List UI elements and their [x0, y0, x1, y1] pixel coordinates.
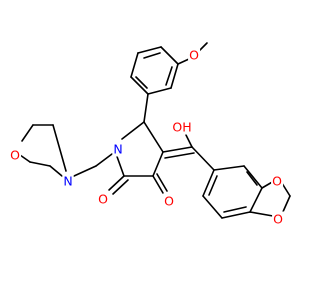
atom-label-background: [112, 141, 124, 157]
bonds-group: [12, 42, 291, 219]
canvas-background: [0, 0, 300, 300]
atom-label-morpholine-o: O: [10, 148, 20, 163]
atom-label-background: [163, 193, 176, 209]
bond: [213, 165, 245, 171]
bond: [202, 169, 215, 197]
atom-label-morpholine-n: N: [63, 174, 72, 189]
bond: [243, 165, 263, 189]
bond: [143, 121, 164, 153]
chemical-structure-diagram: O OH N N O O O O O: [0, 0, 300, 300]
bond: [147, 87, 172, 95]
double-bond: [112, 179, 129, 195]
bond: [29, 161, 51, 167]
double-bond: [152, 175, 164, 194]
atom-label-background: [272, 211, 285, 227]
atom-label-ring-n: N: [113, 142, 122, 157]
bond: [73, 165, 97, 177]
bond: [130, 52, 139, 78]
bond: [191, 146, 215, 171]
aromatic-inner-bond: [208, 175, 218, 196]
bond: [249, 211, 274, 217]
bond: [49, 165, 63, 177]
bond: [281, 195, 291, 215]
bond: [130, 76, 149, 95]
atom-label-hydroxyl-oh: OH: [172, 120, 191, 135]
bond: [249, 187, 263, 213]
bond: [143, 93, 149, 123]
aromatic-inner-bond: [143, 52, 161, 59]
double-bond: [108, 175, 125, 191]
bond: [95, 153, 113, 167]
atom-label-carbonyl-o-right: O: [164, 194, 174, 209]
atom-label-background: [271, 173, 284, 189]
aromatic-inner-bond: [135, 76, 148, 89]
double-bond: [162, 146, 193, 153]
bond: [202, 195, 223, 219]
atom-label-background: [171, 119, 193, 135]
atom-label-background: [97, 191, 110, 207]
bond: [185, 134, 193, 148]
bond: [21, 124, 34, 142]
atom-label-carbonyl-o-left: O: [98, 192, 108, 207]
aromatic-inner-bond: [165, 66, 173, 86]
bond: [221, 211, 251, 219]
atom-label-background: [62, 173, 74, 189]
bond: [170, 63, 179, 89]
atom-label-methoxy-o: O: [189, 48, 199, 63]
double-bond: [164, 152, 195, 159]
bond: [177, 58, 190, 65]
aromatic-inner-bond: [246, 171, 258, 186]
double-bond: [156, 173, 168, 192]
bond: [137, 46, 162, 54]
bond: [152, 151, 164, 177]
atom-labels-group: O OH N N O O O O O: [9, 47, 285, 227]
atom-label-benzodioxole-o-top: O: [272, 174, 282, 189]
atom-label-benzodioxole-o-bottom: O: [273, 212, 283, 227]
atom-label-background: [9, 147, 22, 163]
bond: [52, 124, 67, 172]
bond: [19, 154, 31, 163]
atom-label-background: [188, 47, 201, 63]
bond: [160, 46, 179, 65]
bond: [121, 121, 145, 140]
aromatic-inner-bond: [223, 206, 247, 213]
